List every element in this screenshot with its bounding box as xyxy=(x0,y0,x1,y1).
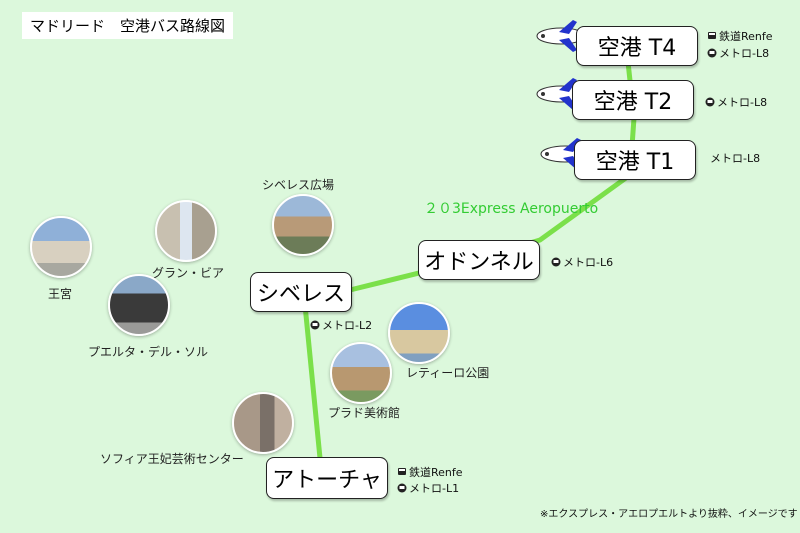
transfer-label: 鉄道Renfe xyxy=(409,466,463,479)
landmark-label: グラン・ビア xyxy=(152,266,225,280)
landmark-label: シベレス広場 xyxy=(262,178,335,192)
transfer-label: メトロ-L6 xyxy=(563,256,614,269)
metro-icon xyxy=(310,320,320,330)
station-odonnell[interactable]: オドンネル xyxy=(418,240,540,280)
transfer-t4-metro: メトロ-L8 xyxy=(707,45,769,61)
transfer-label: メトロ-L8 xyxy=(717,96,768,109)
train-icon xyxy=(398,468,406,475)
station-airport-t2[interactable]: 空港 T2 xyxy=(572,80,694,120)
landmark-label: レティーロ公園 xyxy=(406,366,490,380)
metro-icon xyxy=(705,97,715,107)
transfer-atocha-renfe: 鉄道Renfe xyxy=(397,464,463,480)
landmark-label: プラド美術館 xyxy=(328,406,401,420)
station-cibeles[interactable]: シベレス xyxy=(250,272,352,312)
landmark-label: プエルタ・デル・ソル xyxy=(88,345,209,359)
transfer-odonnell-metro: メトロ-L6 xyxy=(551,254,613,270)
prado-museum-photo xyxy=(330,342,392,404)
airplane-icon xyxy=(536,20,589,52)
station-airport-t1[interactable]: 空港 T1 xyxy=(574,140,696,180)
transfer-label: メトロ-L1 xyxy=(409,482,460,495)
transfer-t2-metro: メトロ-L8 xyxy=(705,94,767,110)
reina-sofia-photo xyxy=(232,392,294,454)
station-airport-t4[interactable]: 空港 T4 xyxy=(576,26,698,66)
route-name: ２０3Express Aeropuerto xyxy=(424,201,599,217)
transfer-atocha-metro: メトロ-L1 xyxy=(397,480,459,496)
station-atocha[interactable]: アトーチャ xyxy=(266,457,388,499)
train-icon xyxy=(708,32,716,39)
retiro-park-photo xyxy=(388,302,450,364)
transfer-cibeles-metro: メトロ-L2 xyxy=(310,317,372,333)
royal-palace-photo xyxy=(30,216,92,278)
footnote: ※エクスプレス・アエロプエルトより抜粋、イメージです xyxy=(540,509,798,520)
transfer-t1-metro: メトロ-L8 xyxy=(710,150,760,166)
gran-via-photo xyxy=(155,200,217,262)
landmark-label: 王宮 xyxy=(48,287,73,301)
cibeles-plaza-photo xyxy=(272,194,334,256)
puerta-del-sol-photo xyxy=(108,274,170,336)
transfer-label: メトロ-L8 xyxy=(710,152,761,165)
transfer-label: 鉄道Renfe xyxy=(719,30,773,43)
transfer-t4-renfe: 鉄道Renfe xyxy=(707,28,773,44)
landmark-label: ソフィア王妃芸術センター xyxy=(100,452,244,466)
metro-icon xyxy=(707,48,717,58)
metro-icon xyxy=(397,483,407,493)
metro-icon xyxy=(551,257,561,267)
transfer-label: メトロ-L8 xyxy=(719,47,770,60)
transfer-label: メトロ-L2 xyxy=(322,319,373,332)
page-title: マドリード 空港バス路線図 xyxy=(22,12,234,39)
